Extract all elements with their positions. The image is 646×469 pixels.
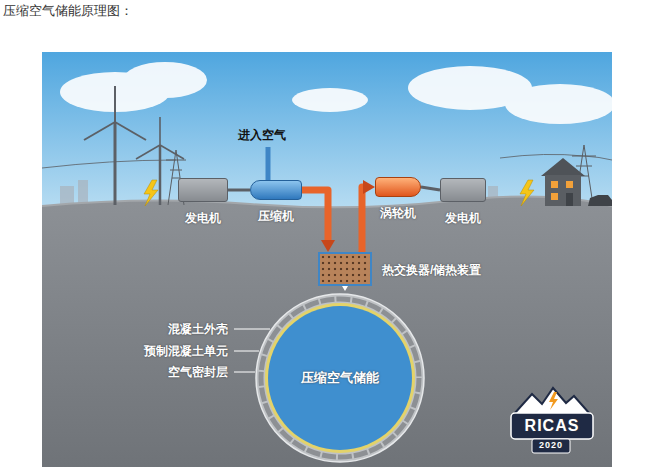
concrete-shell bbox=[256, 294, 424, 462]
part-label: 预制混凝土单元 bbox=[144, 344, 228, 358]
node-label: 发电机 bbox=[185, 211, 221, 225]
wind-turbine bbox=[159, 145, 162, 205]
car bbox=[588, 195, 612, 206]
lightning-bolt bbox=[144, 180, 158, 206]
leader-line bbox=[234, 372, 255, 373]
hot-air-pipe bbox=[302, 190, 328, 242]
generator-box: 发电机 bbox=[440, 178, 486, 202]
wind-turbine bbox=[114, 86, 116, 122]
logo-badge bbox=[514, 388, 590, 414]
wind-turbine bbox=[159, 117, 161, 145]
node-label: 热交换器/储热装置 bbox=[382, 263, 481, 277]
house bbox=[541, 158, 585, 206]
node-label: 涡轮机 bbox=[380, 206, 416, 220]
node-label: 压缩空气储能 bbox=[301, 370, 379, 386]
house bbox=[566, 181, 573, 188]
part-label: 空气密封层 bbox=[168, 365, 228, 379]
house bbox=[541, 158, 585, 176]
node-label: 发电机 bbox=[445, 211, 481, 225]
inlet-label: 进入空气 bbox=[238, 128, 286, 142]
wind-turbine bbox=[84, 122, 115, 140]
cloud bbox=[60, 62, 612, 124]
logo-text: RICAS bbox=[525, 416, 580, 435]
wind-turbine bbox=[114, 122, 117, 205]
drive-shaft bbox=[228, 189, 250, 192]
leader-line bbox=[234, 329, 270, 330]
air-inlet-pipe bbox=[266, 147, 271, 181]
heat-exchanger: 热交换器/储热装置 bbox=[318, 252, 372, 286]
house bbox=[545, 175, 581, 206]
power-wire bbox=[42, 154, 612, 168]
cloud bbox=[505, 84, 612, 124]
wind-turbine bbox=[115, 122, 146, 140]
storage-cavern: 压缩空气储能 bbox=[255, 293, 425, 463]
logo-badge bbox=[532, 439, 570, 453]
part-label: 混凝土外壳 bbox=[168, 322, 228, 336]
house bbox=[551, 193, 558, 200]
generator-box: 发电机 bbox=[178, 178, 228, 202]
leader-line bbox=[234, 351, 259, 352]
node-label: 压缩机 bbox=[258, 209, 294, 223]
logo-year: 2020 bbox=[539, 440, 563, 451]
cloud bbox=[123, 62, 207, 98]
logo-badge bbox=[511, 413, 593, 439]
page-title: 压缩空气储能原理图： bbox=[3, 3, 133, 19]
precast-unit bbox=[261, 299, 419, 457]
logo-badge bbox=[511, 388, 593, 453]
scene bbox=[42, 52, 612, 467]
turbine: 涡轮机 bbox=[375, 177, 421, 197]
drive-shaft bbox=[421, 187, 440, 190]
seal-layer bbox=[265, 303, 415, 453]
air-inlet-pipe bbox=[268, 147, 269, 181]
wind-turbine bbox=[84, 86, 184, 205]
house bbox=[551, 181, 558, 188]
air-storage bbox=[268, 306, 412, 450]
house bbox=[566, 193, 573, 206]
hot-air-pipe bbox=[362, 187, 365, 252]
logo-badge bbox=[549, 392, 558, 410]
wind-turbine bbox=[160, 145, 184, 159]
cloud bbox=[292, 88, 368, 112]
wind-turbine bbox=[136, 145, 160, 159]
compressor: 压缩机 bbox=[250, 180, 302, 200]
power-pylon bbox=[166, 145, 596, 205]
lightning-bolt bbox=[520, 180, 534, 206]
